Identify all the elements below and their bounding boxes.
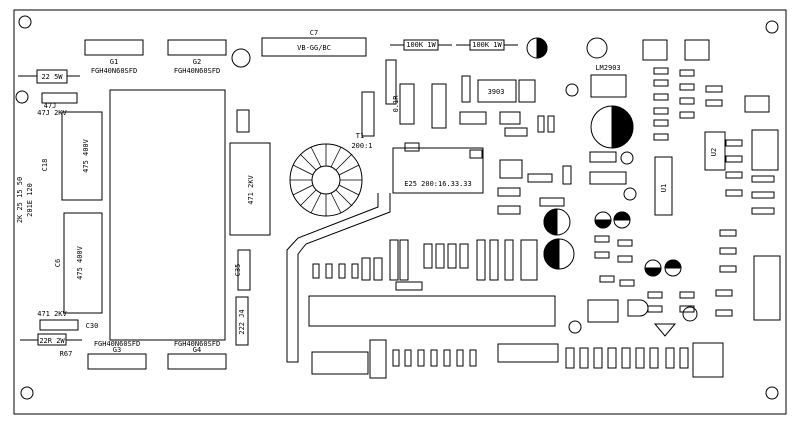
connector	[753, 255, 781, 321]
label-transformer: E25 200:16.33.33	[404, 180, 471, 188]
heatsink-pad	[497, 343, 559, 363]
igbt-g2	[167, 39, 227, 56]
mounting-hole	[765, 20, 779, 34]
igbt-g3	[87, 353, 147, 370]
label-g4: G4	[193, 346, 201, 354]
label-r222: 222 J4	[238, 309, 246, 334]
ic-lm2903	[590, 74, 627, 98]
label-c45-value: 471 2KV	[247, 174, 255, 204]
capacitor-electrolytic	[586, 37, 608, 59]
label-side-2: 201E 120	[26, 183, 34, 217]
label-side-1: 2K 25 15 50	[16, 177, 24, 223]
board-outline	[13, 9, 787, 415]
label-c7: C7	[310, 29, 318, 37]
mounting-hole	[565, 83, 579, 97]
mounting-hole	[20, 386, 34, 400]
label-g2: G2	[193, 58, 201, 66]
pin-header	[308, 295, 556, 327]
label-t1: T1	[356, 132, 364, 140]
label-ic-3903: 3903	[488, 88, 505, 96]
capacitor-c9	[231, 48, 251, 68]
label-r22: 22 5W	[41, 73, 63, 81]
ic-u2	[704, 131, 726, 171]
label-g3: G3	[113, 346, 121, 354]
label-r22b: 22R 2W	[39, 337, 65, 345]
label-c28-value: 475 400V	[76, 245, 84, 280]
label-g1: G1	[110, 58, 118, 66]
label-c47: 47J	[44, 102, 57, 110]
label-lm2903: LM2903	[595, 64, 620, 72]
ic-u1	[654, 156, 673, 216]
label-c47-value: 47J 2KV	[37, 109, 67, 117]
capacitor-c45	[229, 142, 271, 236]
label-c15-value: 475 400V	[82, 138, 90, 173]
label-100k-2: 100K 1W	[472, 41, 502, 49]
label-c7-value: VB-GG/BC	[297, 44, 331, 52]
heatsink-pad	[311, 351, 369, 375]
label-c30: C30	[86, 322, 99, 330]
resistor	[236, 109, 250, 133]
connector	[751, 129, 779, 171]
mounting-hole	[765, 386, 779, 400]
capacitor-c18	[109, 89, 226, 341]
igbt-g1	[84, 39, 144, 56]
capacitor-c15	[61, 111, 103, 201]
resistor-r67	[39, 319, 79, 331]
label-100k-1: 100K 1W	[406, 41, 436, 49]
regulator	[744, 95, 770, 113]
label-g4-part: FGH40N60SFD	[174, 340, 220, 348]
mounting-hole	[15, 90, 29, 104]
label-r-side: 0.1R	[392, 95, 400, 113]
igbt-g4	[167, 353, 227, 370]
resistor	[237, 249, 251, 291]
capacitor-c7	[261, 37, 367, 57]
label-mid-cap: 471 2KV	[37, 310, 67, 318]
label-c18: C18	[41, 159, 49, 172]
label-ic-u1: U1	[660, 184, 668, 192]
label-g2-part: FGH40N60SFD	[174, 67, 220, 75]
label-ic-u2: U2	[710, 148, 718, 156]
mounting-hole	[18, 15, 32, 29]
label-c6: C6	[54, 259, 62, 267]
capacitor-c47	[41, 92, 78, 104]
capacitor	[235, 296, 249, 346]
label-c35: C35	[234, 264, 242, 277]
transformer-t1	[392, 147, 484, 194]
label-g3-part: FGH40N60SFD	[94, 340, 140, 348]
label-g1-part: FGH40N60SFD	[91, 67, 137, 75]
label-t1-ratio: 200:1	[351, 142, 372, 150]
label-r67: R67	[60, 350, 73, 358]
capacitor-c28	[63, 212, 103, 314]
